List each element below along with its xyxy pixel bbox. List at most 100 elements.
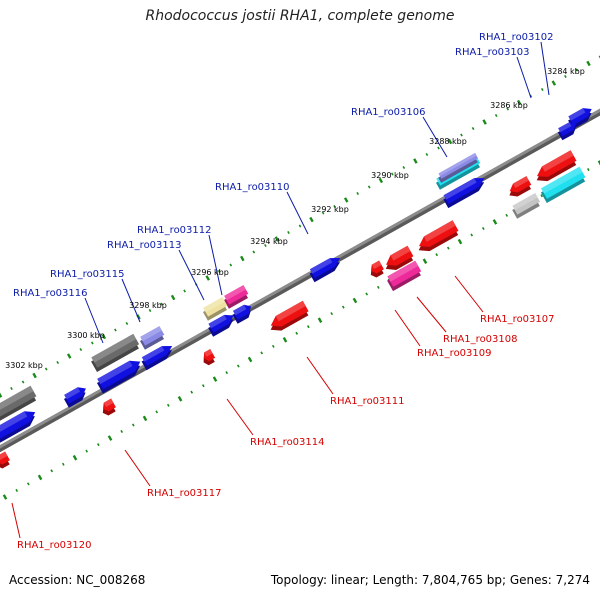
- block-highlight: [140, 326, 162, 342]
- reverse-tick: [376, 285, 380, 289]
- block-highlight: [541, 150, 574, 172]
- gene-block-forward: [91, 333, 140, 372]
- forward-leader-line: [286, 191, 309, 235]
- forward-leader-line: [121, 278, 141, 323]
- block-top: [97, 360, 141, 390]
- forward-tick: [56, 360, 60, 365]
- reverse-tick: [295, 331, 299, 335]
- forward-leader-line: [178, 249, 205, 301]
- gene-features: [0, 108, 592, 469]
- block-highlight: [387, 260, 419, 282]
- backbone-line: [0, 108, 600, 449]
- reverse-gene-label: RHA1_ro03107: [480, 314, 555, 325]
- forward-tick: [183, 289, 186, 293]
- forward-tick: [540, 87, 544, 92]
- forward-tick: [298, 224, 302, 228]
- reverse-tick: [15, 488, 18, 492]
- reverse-tick: [505, 213, 509, 217]
- reverse-tick: [587, 168, 590, 172]
- backbone-shadow: [0, 108, 600, 453]
- forward-tick: [32, 372, 37, 379]
- tick-label: 3298 kbp: [129, 301, 167, 310]
- forward-tick: [264, 243, 267, 248]
- tick-label: 3294 kbp: [250, 237, 288, 246]
- reverse-gene-label: RHA1_ro03111: [330, 396, 405, 407]
- forward-leader-line: [208, 234, 223, 296]
- block-highlight: [0, 451, 8, 460]
- forward-tick: [564, 74, 567, 79]
- block-highlight: [203, 297, 225, 313]
- gene-block-reverse: [540, 166, 586, 203]
- reverse-tick: [155, 410, 159, 414]
- block-highlight: [512, 193, 538, 211]
- reverse-tick: [212, 376, 218, 382]
- reverse-tick: [131, 423, 135, 427]
- gene-block-reverse: [418, 220, 459, 252]
- gene-block-forward: [224, 285, 249, 309]
- forward-gene-label: RHA1_ro03106: [351, 107, 426, 118]
- forward-tick: [367, 185, 371, 189]
- forward-gene-label: RHA1_ro03113: [107, 240, 182, 251]
- reverse-tick: [352, 297, 358, 304]
- block-highlight: [568, 108, 586, 121]
- block-top: [141, 346, 173, 366]
- forward-tick: [10, 386, 13, 391]
- reverse-tick: [225, 371, 229, 375]
- gene-block-forward: [443, 178, 485, 209]
- gene-block-reverse: [387, 260, 422, 292]
- forward-tick: [575, 68, 579, 72]
- forward-tick: [309, 216, 314, 223]
- forward-tick: [240, 255, 245, 262]
- label-leaders: [11, 41, 550, 539]
- accession-label: Accession: NC_008268: [9, 573, 146, 587]
- gene-block-reverse: [270, 300, 309, 331]
- block-highlight: [204, 349, 213, 357]
- reverse-tick: [457, 238, 463, 245]
- forward-tick: [413, 158, 418, 164]
- forward-tick: [205, 275, 210, 281]
- reverse-leader-line: [124, 449, 151, 487]
- forward-leader-line: [422, 116, 448, 158]
- forward-tick: [252, 250, 256, 254]
- gene-block-forward: [97, 360, 141, 394]
- reverse-tick: [330, 312, 334, 316]
- block-highlight: [443, 178, 477, 200]
- forward-tick: [44, 367, 48, 371]
- forward-tick: [402, 165, 406, 170]
- reverse-tick: [236, 364, 240, 368]
- reverse-leader-line: [394, 309, 421, 347]
- forward-tick: [494, 113, 498, 118]
- gene-block-forward: [0, 385, 37, 421]
- reverse-tick: [26, 482, 30, 486]
- reverse-tick: [540, 194, 543, 198]
- block-highlight: [91, 333, 137, 363]
- reverse-tick: [422, 258, 428, 264]
- forward-gene-label: RHA1_ro03103: [455, 47, 530, 58]
- forward-gene-label: RHA1_ro03115: [50, 269, 125, 280]
- forward-tick: [390, 172, 394, 176]
- forward-tick: [343, 197, 349, 203]
- reverse-tick: [166, 403, 170, 407]
- reverse-gene-label: RHA1_ro03108: [443, 334, 518, 345]
- forward-tick-track: [0, 55, 600, 398]
- reverse-gene-label: RHA1_ro03120: [17, 540, 92, 551]
- gene-block-forward: [232, 304, 252, 324]
- reverse-tick: [247, 356, 253, 363]
- forward-tick: [437, 146, 440, 150]
- reverse-tick: [2, 494, 8, 500]
- reverse-tick: [481, 226, 485, 231]
- forward-tick: [378, 177, 384, 184]
- forward-tick: [79, 347, 83, 352]
- block-top: [568, 108, 592, 126]
- reverse-tick: [271, 344, 275, 348]
- reverse-tick: [96, 443, 100, 447]
- forward-tick: [229, 263, 233, 267]
- reverse-tick: [306, 325, 310, 329]
- forward-leader-line: [540, 41, 550, 96]
- forward-tick: [274, 236, 280, 242]
- forward-leader-line: [84, 297, 104, 344]
- forward-tick: [160, 302, 163, 306]
- reverse-leader-line: [226, 398, 254, 436]
- block-top: [443, 178, 485, 204]
- gene-block-forward: [208, 314, 234, 337]
